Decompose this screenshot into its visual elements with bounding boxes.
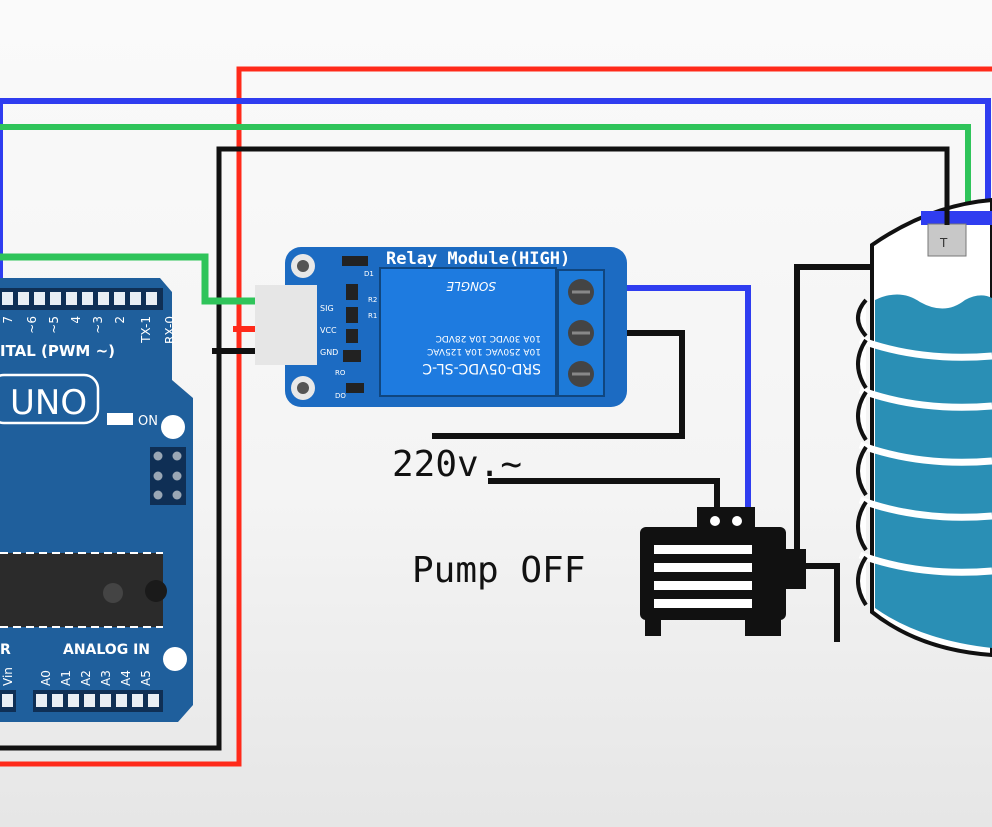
relay-rating-1: 10A 250VAC 10A 125VAC	[427, 346, 541, 356]
level-sensor-strip	[921, 211, 992, 225]
mains-voltage-label: 220v.~	[392, 444, 522, 485]
digital-pin-label: 4	[69, 316, 83, 324]
header-hole	[2, 694, 13, 707]
pipe-tank-pump	[794, 264, 877, 560]
digital-pin-labels: 7 ~6 ~5 4 ~3 2 TX-1 RX-0	[1, 316, 177, 344]
header-hole	[116, 694, 127, 707]
relay-rating-2: 10A 30VDC 10A 28VDC	[436, 333, 541, 343]
header-hole	[132, 694, 143, 707]
header-hole	[130, 292, 141, 305]
header-hole	[68, 694, 79, 707]
wire-blue-top	[0, 98, 991, 290]
header-hole	[114, 292, 125, 305]
digital-pin-label: 7	[1, 316, 15, 324]
analog-pin-label: A3	[99, 670, 113, 686]
relay-brand: SONGLE	[446, 279, 496, 293]
on-led	[107, 413, 133, 425]
relay-indicator-r1: R1	[368, 312, 377, 320]
wire-black-mains-1	[432, 330, 685, 439]
header-hole	[98, 292, 109, 305]
header-hole	[2, 292, 13, 305]
digital-pin-label: RX-0	[163, 316, 177, 344]
relay-pin-sig: SIG	[320, 304, 334, 313]
analog-pin-label: Vin	[1, 667, 15, 686]
analog-pin-label: A5	[139, 670, 153, 686]
wire-green-top	[0, 124, 971, 215]
analog-pin-label: A2	[79, 670, 93, 686]
icsp-header	[150, 447, 186, 505]
analog-header	[33, 690, 163, 712]
header-hole	[100, 694, 111, 707]
digital-label: ITAL (PWM ~)	[0, 342, 115, 360]
relay-coil-box	[379, 267, 557, 397]
digital-pin-label: ~6	[25, 316, 39, 334]
analog-pin-labels: Vin A0 A1 A2 A3 A4 A5	[1, 667, 153, 686]
header-hole	[66, 292, 77, 305]
relay-indicator-d1: D1	[364, 270, 374, 278]
pump	[640, 507, 806, 636]
tank-ribs	[858, 336, 992, 576]
microcontroller-chip	[0, 553, 163, 627]
wire-blue-pump	[600, 285, 751, 515]
relay-screw-terminals	[568, 279, 594, 387]
wire-black-ground	[0, 146, 950, 751]
relay-pin-header	[255, 285, 317, 365]
pump-status-label: Pump OFF	[412, 550, 585, 591]
wire-black-mains-2	[488, 478, 720, 512]
relay-title: Relay Module(HIGH)	[386, 249, 570, 269]
level-sensor-label: T	[939, 236, 948, 250]
tank-water	[875, 294, 992, 648]
analog-pin-label: A4	[119, 670, 133, 686]
mount-hole-bottom	[163, 647, 187, 671]
header-hole	[36, 694, 47, 707]
pipe-pump-out	[806, 563, 840, 642]
analog-pin-label: A1	[59, 670, 73, 686]
tank-rib-bumps	[856, 298, 868, 607]
relay-indicator-ro: RO	[335, 369, 346, 377]
power-label: R	[0, 642, 11, 658]
relay-model-text: SRD-05VDC-SL-C	[422, 360, 541, 376]
header-hole	[18, 292, 29, 305]
relay-indicator-do: DO	[335, 392, 346, 400]
on-label: ON	[138, 414, 158, 429]
relay-smd-components	[342, 256, 368, 393]
analog-label: ANALOG IN	[63, 642, 150, 658]
water-tank: T	[856, 197, 992, 658]
relay-pin-gnd: GND	[320, 348, 338, 357]
header-hole	[34, 292, 45, 305]
digital-pin-label: ~5	[47, 316, 61, 334]
header-hole	[52, 694, 63, 707]
header-hole	[82, 292, 93, 305]
digital-pin-label: 2	[113, 316, 127, 324]
relay-module: Relay Module(HIGH) SIG VCC GND D1 R1 R2 …	[255, 247, 627, 407]
wire-red-power	[0, 66, 992, 767]
level-sensor	[927, 223, 967, 257]
header-hole	[50, 292, 61, 305]
digital-pin-label: TX-1	[139, 316, 153, 344]
digital-header-pins	[2, 292, 157, 305]
digital-pin-label: ~3	[91, 316, 105, 334]
relay-pin-vcc: VCC	[320, 326, 337, 335]
header-hole	[148, 694, 159, 707]
analog-pin-label: A0	[39, 670, 53, 686]
header-hole	[84, 694, 95, 707]
header-hole	[146, 292, 157, 305]
arduino-model-logo: UNO	[10, 383, 87, 423]
relay-indicator-r2: R2	[368, 296, 377, 304]
mount-hole-top	[161, 415, 185, 439]
